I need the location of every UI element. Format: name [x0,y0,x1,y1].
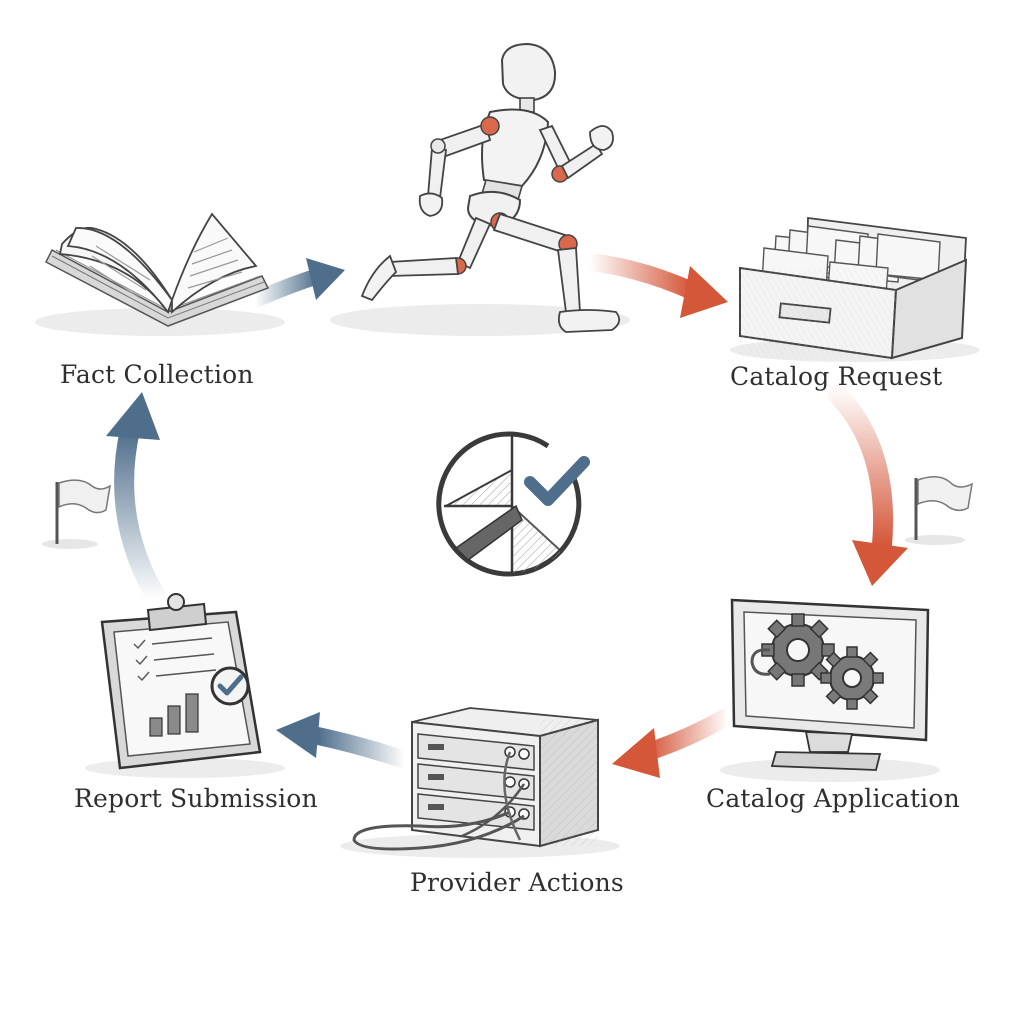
arrow-request-to-application [828,385,908,586]
clipboard-chart-icon [85,593,285,778]
arrow-report-to-fact [106,392,168,610]
arrow-application-to-provider [612,707,737,778]
catalog-application-label: Catalog Application [706,784,960,813]
report-submission-label: Report Submission [74,784,318,813]
left-flag-icon [42,479,112,549]
server-rack-icon [340,707,620,858]
provider-actions-label: Provider Actions [410,868,624,897]
open-book-icon [35,212,285,336]
catalog-request-label: Catalog Request [730,362,943,391]
right-flag-icon [905,476,973,545]
chart-checkmark-icon [436,431,590,577]
fact-collection-label: Fact Collection [60,360,254,389]
arrow-fact-to-runner [247,258,345,308]
arrow-provider-to-report [276,712,414,769]
running-mannequin-icon [330,42,630,336]
file-drawer-icon [730,216,980,362]
monitor-gears-icon [720,598,940,782]
arrow-runner-to-request [581,253,728,318]
